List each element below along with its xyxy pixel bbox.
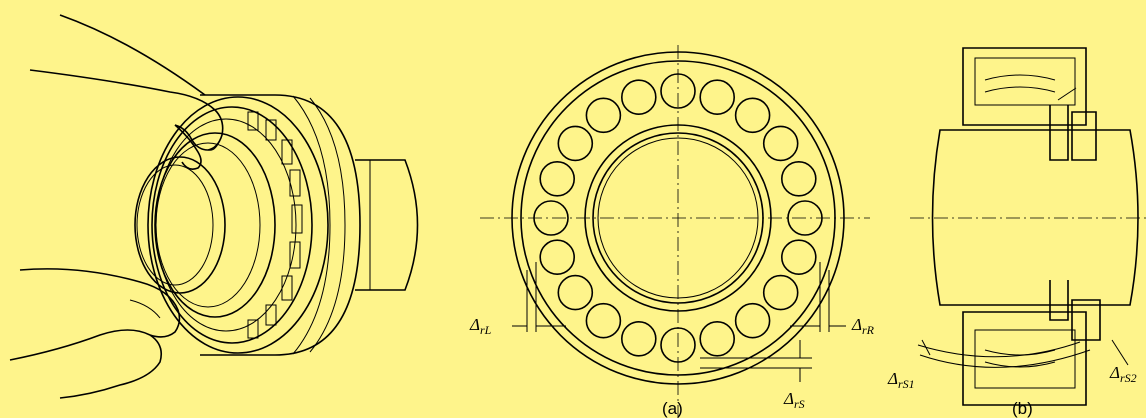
roller-circles — [533, 73, 823, 363]
roller — [585, 97, 622, 134]
upper-hand — [29, 14, 224, 170]
roller — [585, 302, 622, 339]
lower-hand — [9, 268, 181, 399]
roller — [620, 79, 657, 115]
roller — [699, 79, 736, 115]
roller — [780, 161, 817, 197]
delta-rS2-label: ΔrS2 — [1109, 363, 1137, 385]
hand-measurement-illustration — [9, 14, 419, 399]
roller — [762, 125, 799, 162]
roller — [734, 302, 771, 339]
roller — [780, 239, 817, 276]
roller — [787, 200, 823, 236]
roller — [734, 97, 771, 134]
clearance-dimension-lines — [512, 262, 846, 382]
roller — [539, 161, 576, 197]
roller — [660, 73, 696, 109]
side-view-b — [910, 47, 1146, 406]
delta-rS-label: ΔrS — [783, 389, 805, 411]
roller — [557, 125, 594, 162]
front-view-a — [480, 45, 870, 418]
roller — [762, 274, 799, 311]
roller-ring — [247, 111, 303, 339]
roller — [533, 200, 569, 236]
caption-b: (b) — [1012, 399, 1033, 418]
roller — [660, 327, 696, 363]
roller — [699, 320, 736, 357]
delta-rR-label: ΔrR — [851, 315, 875, 337]
delta-rS1-label: ΔrS1 — [887, 369, 915, 391]
delta-rL-label: ΔrL — [469, 315, 492, 337]
roller — [539, 239, 576, 276]
caption-a: (a) — [662, 399, 683, 418]
roller — [620, 320, 657, 357]
roller — [557, 274, 594, 311]
